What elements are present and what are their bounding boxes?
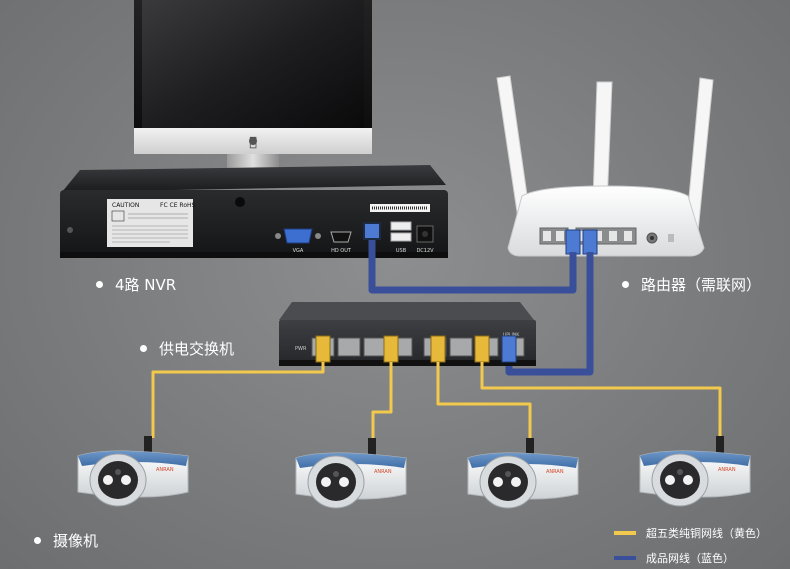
bullet-icon [96, 281, 103, 288]
camera-brand-text: ANRAN [546, 469, 564, 475]
camera-4: ANRAN [639, 436, 751, 507]
uplink-text: UPLINK [503, 332, 520, 338]
nvr-label: 4路 NVR [96, 274, 176, 295]
legend-yellow-text: 超五类纯铜网线（黄色） [646, 527, 767, 540]
caution-text: CAUTION [112, 202, 139, 209]
legend-yellow: 超五类纯铜网线（黄色） [614, 525, 767, 541]
usb-text: USB [396, 248, 407, 254]
yellow-cables [151, 362, 722, 440]
blue-swatch [614, 556, 636, 560]
dc-port: DC12V [416, 225, 434, 254]
camera-1: ANRAN [77, 436, 189, 507]
usb-ports: USB [390, 221, 412, 254]
router-device [496, 75, 714, 257]
vga-port: VGA [275, 228, 321, 254]
bullet-icon [140, 345, 147, 352]
camera-brand-text: ANRAN [374, 469, 392, 475]
camera-3: ANRAN [467, 438, 579, 509]
vga-text: VGA [293, 248, 304, 254]
router-label-text: 路由器（需联网） [641, 276, 762, 294]
camera-brand-text: ANRAN [718, 467, 736, 473]
bullet-icon [622, 281, 629, 288]
camera-2: ANRAN [295, 438, 407, 509]
hdmi-port: HD OUT [330, 231, 352, 254]
switch-label-text: 供电交换机 [159, 340, 235, 358]
camera-label-text: 摄像机 [53, 532, 99, 550]
dc-text: DC12V [416, 248, 434, 254]
monitor:  [134, 0, 372, 182]
switch-label: 供电交换机 [140, 338, 234, 359]
router-label: 路由器（需联网） [622, 274, 761, 295]
yellow-swatch [614, 531, 636, 535]
legend-blue: 成品网线（蓝色） [614, 550, 734, 566]
camera-brand-text: ANRAN [156, 467, 174, 473]
pwr-text: PWR [295, 346, 307, 352]
legend-blue-text: 成品网线（蓝色） [646, 552, 734, 565]
caution-label [107, 199, 193, 247]
bullet-icon [34, 537, 41, 544]
nvr-device: CAUTION FC CE RoHS VGA HD OUT [60, 165, 448, 258]
nvr-lan-port [363, 222, 381, 240]
nvr-label-text: 4路 NVR [115, 276, 177, 294]
hdout-text: HD OUT [331, 248, 352, 254]
poe-switch: PWR UPLINK [279, 302, 536, 366]
apple-logo-icon [249, 137, 257, 145]
camera-label: 摄像机 [34, 530, 98, 551]
cert-text: FC CE RoHS [160, 202, 196, 209]
